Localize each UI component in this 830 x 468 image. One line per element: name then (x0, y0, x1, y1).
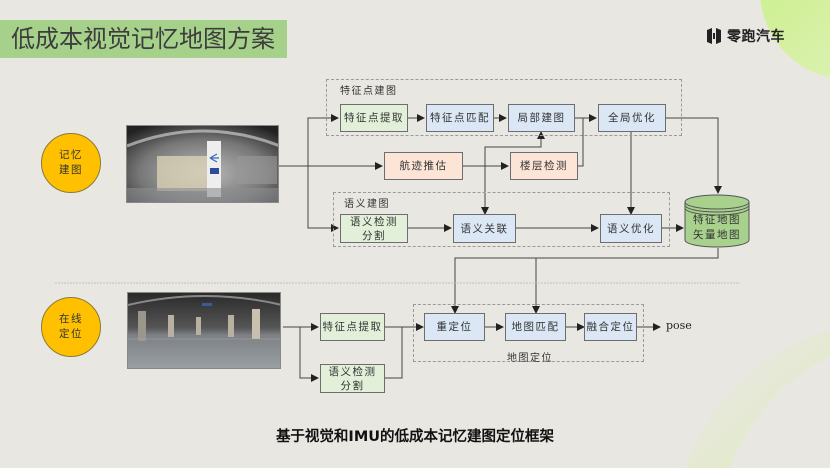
group-semantic-mapping (333, 192, 670, 247)
map-storage-cylinder (684, 194, 750, 248)
figure-caption: 基于视觉和IMU的低成本记忆建图定位框架 (275, 429, 555, 445)
localization-camera-photo (127, 292, 281, 369)
edge-photo-to-feature-extract (307, 114, 339, 166)
stage-badge-line1: 记忆 (59, 149, 83, 161)
node-semantic-optimization: 语义优化 (600, 214, 662, 243)
output-pose-label: pose (666, 319, 692, 332)
stage-badge-online-localization: 在线定位 (41, 297, 101, 357)
loc-node-relocalization: 重定位 (424, 313, 485, 341)
group-feature-mapping (326, 79, 682, 136)
edge-loc-photo-to-semantic (299, 327, 319, 382)
edge-global-to-map-store (666, 117, 722, 194)
edge-loc-semantic-to-relocalize (385, 327, 403, 379)
parking-garage-image (127, 126, 278, 202)
stage-badge-line2: 建图 (59, 164, 83, 176)
map-storage-line2: 矢量地图 (693, 229, 741, 241)
map-storage-label: 特征地图 矢量地图 (684, 213, 750, 243)
brand-logo: 零跑汽车 (705, 26, 785, 46)
loc-node-semantic-detection: 语义检测分割 (320, 364, 385, 393)
brand-name: 零跑汽车 (727, 29, 785, 45)
parking-garage-image (128, 293, 280, 368)
node-dead-reckoning: 航迹推估 (384, 152, 463, 180)
node-feature-extract: 特征点提取 (340, 104, 408, 132)
map-storage-line1: 特征地图 (693, 214, 741, 226)
group-label-map-localization: 地图定位 (507, 353, 553, 364)
node-floor-detection: 楼层检测 (510, 152, 578, 180)
loc-node-semantic-detection-line1: 语义检测 (328, 365, 377, 378)
loc-node-fusion-localization: 融合定位 (584, 313, 637, 341)
edge-floor-to-global (578, 118, 584, 167)
node-feature-match: 特征点匹配 (426, 104, 494, 132)
stage-badge-memory-mapping: 记忆建图 (41, 133, 101, 193)
group-map-localization (413, 304, 644, 362)
edge-photo-to-semantic-detect (307, 166, 339, 232)
node-semantic-association: 语义关联 (453, 214, 516, 243)
group-label-feature-mapping: 特征点建图 (340, 86, 398, 97)
loc-node-semantic-detection-line2: 分割 (340, 379, 365, 392)
node-local-mapping: 局部建图 (508, 104, 575, 132)
node-semantic-detection-line2: 分割 (362, 229, 386, 242)
node-global-optimization: 全局优化 (598, 104, 666, 132)
mapping-fisheye-photo (126, 125, 279, 203)
page-title: 低成本视觉记忆地图方案 (11, 25, 275, 53)
node-semantic-detection-line1: 语义检测 (350, 215, 398, 228)
stage-badge-line1: 在线 (59, 313, 83, 325)
edge-map-store-to-relocalize (451, 248, 719, 314)
leapmotor-logo-icon (707, 28, 721, 44)
loc-node-map-matching: 地图匹配 (505, 313, 566, 341)
group-label-semantic-mapping: 语义建图 (344, 199, 390, 210)
title-banner: 低成本视觉记忆地图方案 (0, 20, 287, 58)
loc-node-feature-extract: 特征点提取 (320, 313, 385, 341)
stage-badge-line2: 定位 (59, 328, 83, 340)
node-semantic-detection: 语义检测分割 (340, 214, 408, 243)
